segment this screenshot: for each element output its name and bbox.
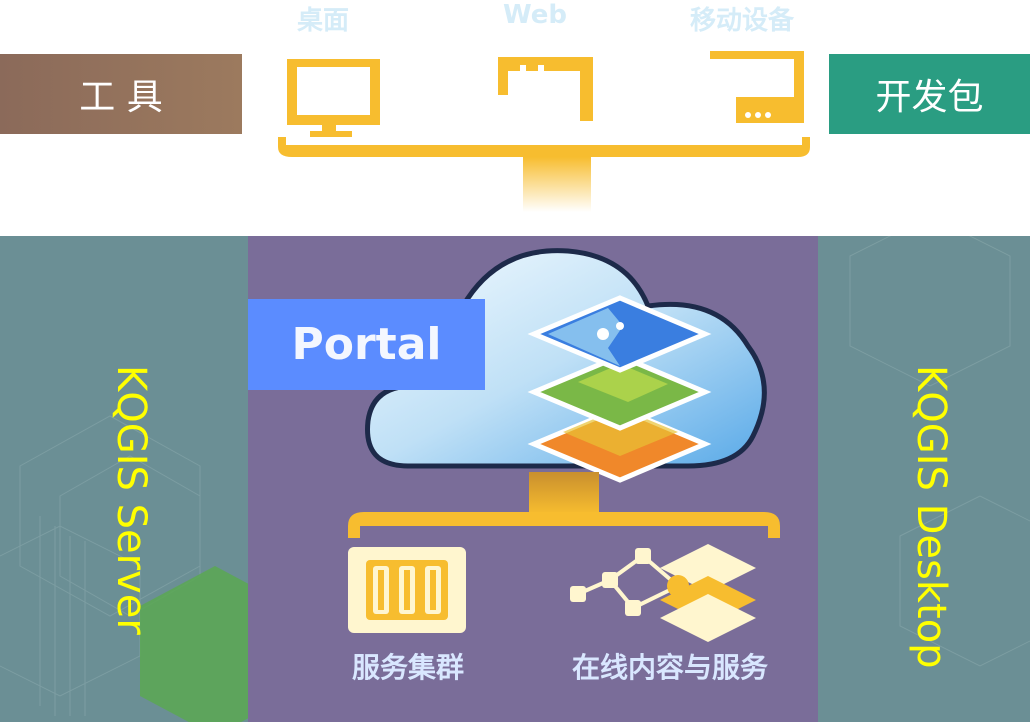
network-layers-icon [570,544,756,642]
online-content-label: 在线内容与服务 [572,651,769,684]
desktop-client-label: 桌面 [296,6,349,36]
tablet-icon [710,51,804,123]
service-cluster-label: 服务集群 [352,651,465,684]
map-layers-icon [527,295,712,483]
portal-label-box: Portal [248,299,485,390]
mobile-client-label: 移动设备 [689,6,794,36]
sdk-label: 开发包 [875,77,984,118]
tools-box: 工 具 [0,54,242,134]
monitor-icon [287,59,380,137]
client-devices-graphic [278,51,810,212]
server-cluster-icon [348,547,466,633]
web-client-label: Web [503,0,567,30]
kqgis-desktop-label: KQGIS Desktop [908,365,954,669]
sdk-box: 开发包 [829,54,1030,134]
kqgis-server-label: KQGIS Server [108,365,154,635]
portal-label: Portal [291,319,442,370]
tools-label: 工 具 [79,77,163,118]
browser-icon [498,57,593,121]
